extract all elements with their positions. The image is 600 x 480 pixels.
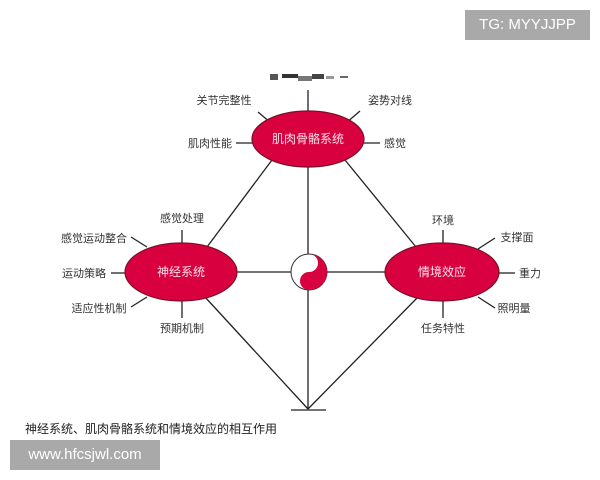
figure-caption: 神经系统、肌肉骨骼系统和情境效应的相互作用 [25,422,278,436]
factor-muscle-performance: 肌肉性能 [188,136,232,150]
factor-postural-alignment: 姿势对线 [368,93,412,107]
factor-adaptive-mechanism: 适应性机制 [72,301,127,315]
blurred-logo-icon [270,74,348,81]
watermark-top: TG: MYYJJPP [465,10,590,40]
node-label-nervous: 神经系统 [157,265,205,279]
node-label-context: 情境效应 [418,264,466,279]
node-context: 情境效应 [384,242,500,302]
factor-illumination: 照明量 [498,302,531,315]
factor-sensory-processing: 感觉处理 [160,212,204,225]
factor-environment: 环境 [432,213,454,227]
factor-task-characteristics: 任务特性 [421,321,465,335]
node-musculoskeletal: 肌肉骨骼系统 [251,110,365,168]
node-label-musculoskeletal: 肌肉骨骼系统 [272,131,344,146]
factor-sensorimotor-integration: 感觉运动整合 [61,231,127,245]
factor-joint-integrity: 关节完整性 [197,93,252,107]
watermark-bottom: www.hfcsjwl.com [10,440,160,470]
factor-anticipatory-mechanism: 预期机制 [160,321,204,335]
factor-support-surface: 支撑面 [501,230,534,244]
node-nervous: 神经系统 [124,242,238,302]
yin-yang-icon [290,253,328,291]
factor-sensation: 感觉 [384,137,406,150]
factor-gravity: 重力 [519,266,541,280]
factor-motor-strategy: 运动策略 [62,266,106,280]
